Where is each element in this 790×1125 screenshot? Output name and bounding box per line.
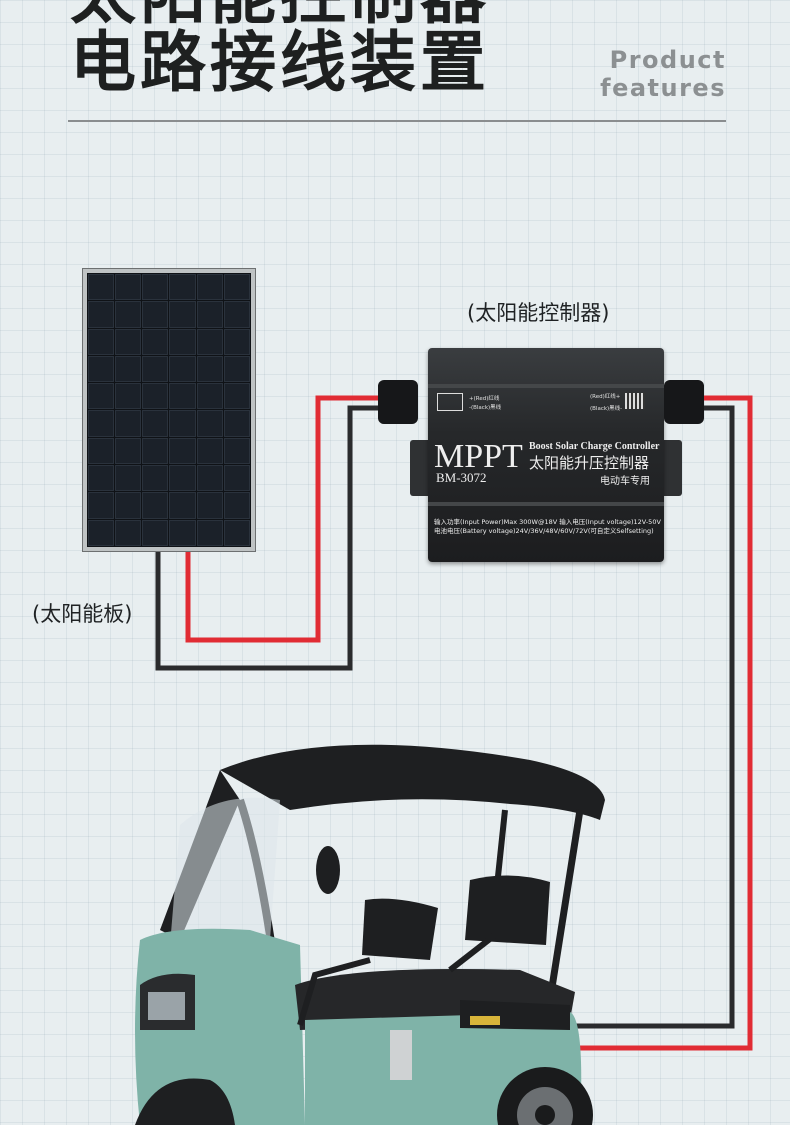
controller-subtitle-cn: 太阳能升压控制器	[529, 454, 650, 472]
controller-caption: (太阳能控制器)	[467, 301, 610, 325]
controller-spec-line-2: 电池电压(Battery voltage)24V/36V/48V/60V/72V…	[434, 527, 654, 535]
solar-panel-caption: (太阳能板)	[32, 602, 133, 626]
solar-cell	[196, 328, 223, 355]
solar-cell-grid	[87, 273, 251, 547]
solar-cell	[142, 465, 169, 492]
solar-cell	[88, 274, 115, 301]
solar-cell	[169, 383, 196, 410]
solar-cell	[196, 301, 223, 328]
solar-cell	[115, 328, 142, 355]
panel-black-wire	[155, 405, 392, 671]
solar-cell	[115, 519, 142, 546]
input-red-label: +(Red)红线	[469, 396, 500, 402]
solar-cell	[142, 274, 169, 301]
solar-cell	[196, 519, 223, 546]
solar-cell	[169, 355, 196, 383]
title-top-line: 太阳能控制器	[70, 0, 490, 28]
solar-cell	[115, 492, 142, 519]
controller-icon	[428, 348, 664, 562]
output-black-label: (Black)黑线-	[590, 406, 623, 412]
panel-symbol-icon	[437, 393, 463, 411]
solar-cell	[223, 328, 250, 355]
controller-mount-left	[410, 440, 432, 496]
controller-subtitle-en: Boost Solar Charge Controller	[529, 441, 660, 452]
solar-cell	[223, 355, 250, 383]
battery-red-wire	[540, 395, 753, 1051]
solar-cell	[223, 274, 250, 301]
input-black-label: -(Black)黑线	[469, 405, 502, 411]
solar-cell	[115, 437, 142, 465]
solar-cell	[142, 492, 169, 519]
solar-cell	[142, 383, 169, 410]
solar-cell	[223, 410, 250, 437]
solar-cell	[142, 328, 169, 355]
controller-spec-line-1: 输入功率(Input Power)Max 300W@18V 输入电压(Input…	[434, 518, 661, 526]
cable-gland-right	[664, 380, 704, 424]
solar-panel-icon	[82, 268, 256, 552]
solar-cell	[88, 465, 115, 492]
solar-cell	[115, 465, 142, 492]
solar-cell	[169, 274, 196, 301]
solar-cell	[115, 383, 142, 410]
product-label: Product	[609, 46, 726, 74]
solar-cell	[88, 437, 115, 465]
solar-cell	[169, 410, 196, 437]
solar-cell	[142, 355, 169, 383]
solar-cell	[196, 383, 223, 410]
solar-cell	[88, 355, 115, 383]
solar-cell	[196, 465, 223, 492]
solar-cell	[223, 383, 250, 410]
solar-cell	[88, 492, 115, 519]
solar-cell	[115, 301, 142, 328]
solar-cell	[196, 410, 223, 437]
solar-cell	[169, 437, 196, 465]
features-label: features	[600, 74, 726, 102]
solar-cell	[88, 519, 115, 546]
solar-cell	[88, 301, 115, 328]
output-red-label: (Red)红线+	[590, 394, 621, 400]
solar-cell	[169, 465, 196, 492]
solar-cell	[142, 301, 169, 328]
solar-cell	[115, 274, 142, 301]
solar-cell	[169, 301, 196, 328]
solar-cell	[88, 410, 115, 437]
controller-fin	[428, 384, 664, 388]
solar-cell	[88, 383, 115, 410]
header-divider	[68, 120, 726, 122]
battery-symbol-icon	[625, 393, 645, 409]
solar-cell	[196, 437, 223, 465]
solar-cell	[169, 328, 196, 355]
solar-cell	[115, 410, 142, 437]
solar-cell	[169, 519, 196, 546]
solar-cell	[223, 519, 250, 546]
controller-usage: 电动车专用	[600, 476, 650, 487]
controller-model: BM-3072	[436, 470, 487, 485]
solar-cell	[223, 465, 250, 492]
solar-cell	[223, 492, 250, 519]
controller-fin	[428, 502, 664, 506]
controller-mount-right	[660, 440, 682, 496]
solar-cell	[142, 437, 169, 465]
solar-cell	[196, 492, 223, 519]
solar-cell	[196, 274, 223, 301]
solar-cell	[142, 519, 169, 546]
controller-brand: MPPT	[434, 438, 523, 475]
page-title: 电路接线装置	[70, 24, 490, 101]
panel-red-wire	[185, 395, 392, 643]
solar-cell	[142, 410, 169, 437]
solar-cell	[223, 437, 250, 465]
cable-gland-left	[378, 380, 418, 424]
solar-cell	[88, 328, 115, 355]
tricycle-icon	[135, 744, 605, 1125]
solar-cell	[196, 355, 223, 383]
solar-cell	[223, 301, 250, 328]
solar-cell	[115, 355, 142, 383]
solar-cell	[169, 492, 196, 519]
battery-black-wire	[540, 405, 735, 1029]
